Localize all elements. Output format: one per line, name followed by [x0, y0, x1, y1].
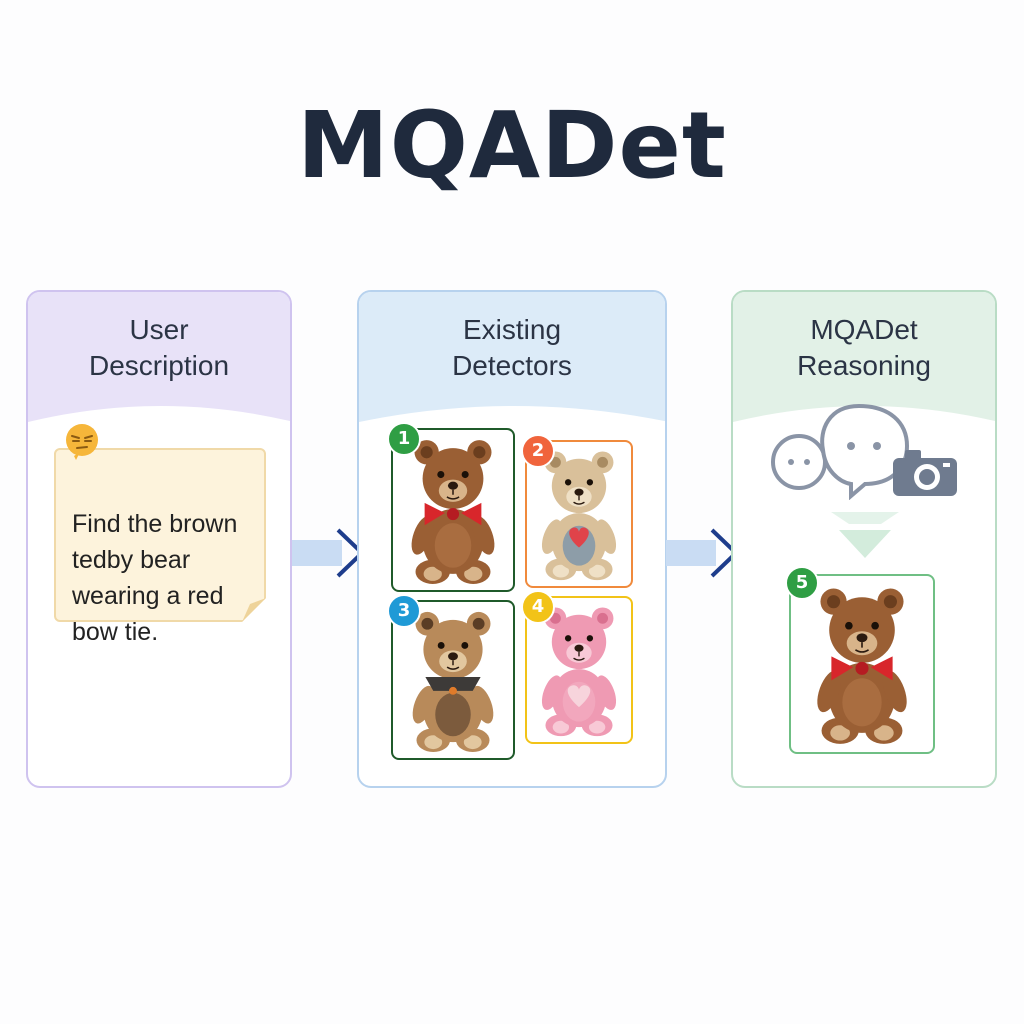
diagram-title: MQADet [297, 92, 727, 199]
flow-arrow-1 [292, 528, 364, 578]
candidate-badge: 2 [521, 434, 555, 468]
panel-header: Existing Detectors [359, 292, 665, 422]
candidate-badge: 1 [387, 422, 421, 456]
down-arrow-icon [831, 512, 899, 558]
header-curve [359, 406, 665, 422]
query-text: Find the brown tedby bear wearing a red … [72, 510, 238, 646]
candidate-tile: 2 [521, 434, 633, 588]
header-curve [28, 406, 290, 422]
user-description-panel: User Description Find the brown tedby be… [26, 290, 292, 788]
teddy-bear-image [797, 582, 927, 746]
teddy-bear-image [397, 434, 509, 586]
candidate-badge: 3 [387, 594, 421, 628]
result-badge: 5 [785, 566, 819, 600]
thinking-emoji-icon [66, 424, 98, 460]
query-note: Find the brown tedby bear wearing a red … [54, 448, 266, 646]
panel-title: User Description [88, 314, 230, 381]
candidate-tile: 4 [521, 590, 633, 744]
existing-detectors-panel: Existing Detectors 1 2 3 4 [357, 290, 667, 788]
flow-arrow-2 [666, 528, 738, 578]
panel-title: Existing Detectors [452, 314, 572, 381]
candidate-tile: 1 [387, 422, 515, 592]
candidate-badge: 4 [521, 590, 555, 624]
chat-bubbles-icon [771, 403, 910, 500]
panel-title: MQADet Reasoning [797, 314, 931, 381]
panel-header: User Description [28, 292, 290, 422]
note-fold-icon [242, 598, 266, 622]
camera-icon [893, 450, 957, 496]
teddy-bear-image [531, 602, 627, 738]
teddy-bear-image [531, 446, 627, 582]
teddy-bear-image [397, 606, 509, 754]
candidate-tile: 3 [387, 594, 515, 760]
panel-header: MQADet Reasoning [733, 292, 995, 422]
result-tile: 5 [785, 566, 935, 754]
mqadet-reasoning-panel: MQADet Reasoning 5 [731, 290, 997, 788]
